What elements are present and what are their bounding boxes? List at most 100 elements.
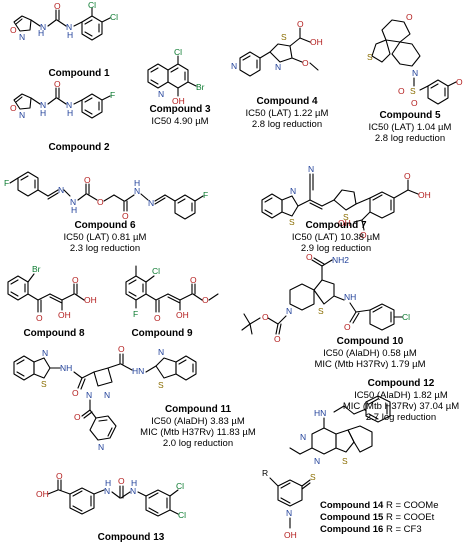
atom-N: N xyxy=(42,348,48,358)
atom-OH: OH xyxy=(310,37,323,47)
atom-N: N xyxy=(158,347,164,357)
atom-O: O xyxy=(306,252,313,262)
structure-compound-9: Cl F O OH O O xyxy=(125,265,219,323)
atom-OH: OH xyxy=(176,310,189,320)
compound-3-title: Compound 3 xyxy=(149,104,211,115)
compound-5-ic50: IC50 (LAT) 1.04 µM xyxy=(368,122,452,133)
structure-compound-6: F N N H O O O N H N F xyxy=(4,171,208,221)
structure-compound-7: N S N S O OH OH O xyxy=(261,164,431,240)
compound-15-title: Compound 15 xyxy=(320,512,384,523)
compound-11-ic50: IC50 (AlaDH) 3.83 µM xyxy=(151,416,245,427)
atom-N: N xyxy=(308,164,314,174)
atom-O: O xyxy=(36,313,43,323)
atom-O: O xyxy=(190,275,197,285)
atom-S: S xyxy=(318,306,324,316)
atom-NH: NH xyxy=(344,292,356,302)
compound-5-log: 2.8 log reduction xyxy=(374,133,446,144)
rgroup-row: Compound 14 R = COOMe xyxy=(320,500,439,512)
atom-N: N xyxy=(58,185,64,195)
compound-6-log: 2.3 log reduction xyxy=(69,243,141,254)
atom-HO: OH xyxy=(338,218,351,228)
caption-compound-5: Compound 5 IC50 (LAT) 1.04 µM 2.8 log re… xyxy=(354,110,466,144)
atom-O: O xyxy=(74,412,81,422)
atom-O: O xyxy=(10,103,17,113)
atom-O: O xyxy=(202,295,209,305)
atom-N: N xyxy=(98,442,104,452)
atom-O: O xyxy=(118,476,125,486)
atom-Cl: Cl xyxy=(110,12,118,22)
compound-1-title: Compound 1 xyxy=(48,68,110,79)
atom-OH: OH xyxy=(418,190,431,200)
atom-O: O xyxy=(274,334,281,344)
compound-15-r: R = COOEt xyxy=(385,512,435,523)
atom-N: N xyxy=(70,197,76,207)
atom-S: S xyxy=(410,86,416,96)
caption-compound-6: Compound 6 IC50 (LAT) 0.81 µM 2.3 log re… xyxy=(50,220,160,254)
compound-11-title: Compound 11 xyxy=(164,404,232,415)
structure-compound-12: HN N N S xyxy=(289,395,391,466)
compound-3-ic50: IC50 4.90 µM xyxy=(151,116,209,127)
compound-8-title: Compound 8 xyxy=(23,328,85,339)
compound-14-r: R = COOMe xyxy=(385,500,439,511)
atom-S: S xyxy=(289,217,295,227)
atom-O: O xyxy=(122,211,129,221)
atom-O: O xyxy=(297,19,304,29)
compound-5-title: Compound 5 xyxy=(379,110,441,121)
atom-N: N xyxy=(134,186,140,196)
atom-N: N xyxy=(19,32,25,42)
structure-compound-10: N S O NH2 NH O Cl O O xyxy=(241,252,410,344)
compound-7-title: Compound 7 xyxy=(305,220,367,231)
compound-12-log: 2.7 log reduction xyxy=(365,412,437,423)
atom-O: O xyxy=(84,175,91,185)
atom-N: N xyxy=(231,61,237,71)
atom-NH: NH xyxy=(60,363,72,373)
atom-O: O xyxy=(262,312,269,322)
atom-H: H xyxy=(105,478,111,488)
atom-N: N xyxy=(66,100,72,110)
structure-compound-3: N Cl Br OH xyxy=(147,47,205,106)
atom-N: N xyxy=(300,432,306,442)
compound-12-ic50: IC50 (AlaDH) 1.82 µM xyxy=(354,390,448,401)
compound-4-ic50: IC50 (LAT) 1.22 µM xyxy=(245,108,329,119)
atom-HN: HN xyxy=(314,408,326,418)
atom-N: N xyxy=(275,62,281,72)
atom-O: O xyxy=(97,197,104,207)
atom-Cl: Cl xyxy=(88,0,96,10)
atom-OH: OH xyxy=(58,310,71,320)
compound-2-title: Compound 2 xyxy=(48,142,110,153)
structure-compound-13: O OH N H O N H Cl Cl xyxy=(36,471,186,520)
structure-compound-5: O S N S O O O xyxy=(367,12,463,108)
compound-16-title: Compound 16 xyxy=(320,524,384,535)
structure-compound-2: O N N H O N H F xyxy=(10,79,115,120)
atom-O: O xyxy=(398,86,405,96)
atom-O: O xyxy=(56,471,63,481)
atom-R: R xyxy=(262,468,268,478)
atom-OH: OH xyxy=(84,295,97,305)
compound-4-log: 2.8 log reduction xyxy=(251,119,323,130)
atom-S: S xyxy=(310,472,316,482)
atom-N: N xyxy=(412,68,418,78)
atom-S: S xyxy=(342,456,348,466)
atom-S: S xyxy=(41,379,47,389)
atom-F: F xyxy=(4,178,9,188)
compound-13-title: Compound 13 xyxy=(97,532,165,543)
atom-H: H xyxy=(131,478,137,488)
atom-Br: Br xyxy=(196,82,205,92)
atom-N: N xyxy=(130,486,136,496)
compound-14-title: Compound 14 xyxy=(320,500,384,511)
atom-N: N xyxy=(314,456,320,466)
atom-N: N xyxy=(286,508,292,518)
atom-Cl: Cl xyxy=(402,312,410,322)
atom-F: F xyxy=(203,190,208,200)
atom-H: H xyxy=(67,30,73,40)
atom-H: H xyxy=(67,108,73,118)
atom-N: N xyxy=(286,306,292,316)
atom-N: N xyxy=(148,198,154,208)
compound-12-mic: MIC (Mtb H37Rv) 37.04 µM xyxy=(342,401,460,412)
atom-NH: H xyxy=(38,28,44,38)
atom-N: N xyxy=(158,89,164,99)
atom-N: N xyxy=(66,22,72,32)
atom-N: N xyxy=(86,390,92,400)
atom-N: N xyxy=(104,486,110,496)
